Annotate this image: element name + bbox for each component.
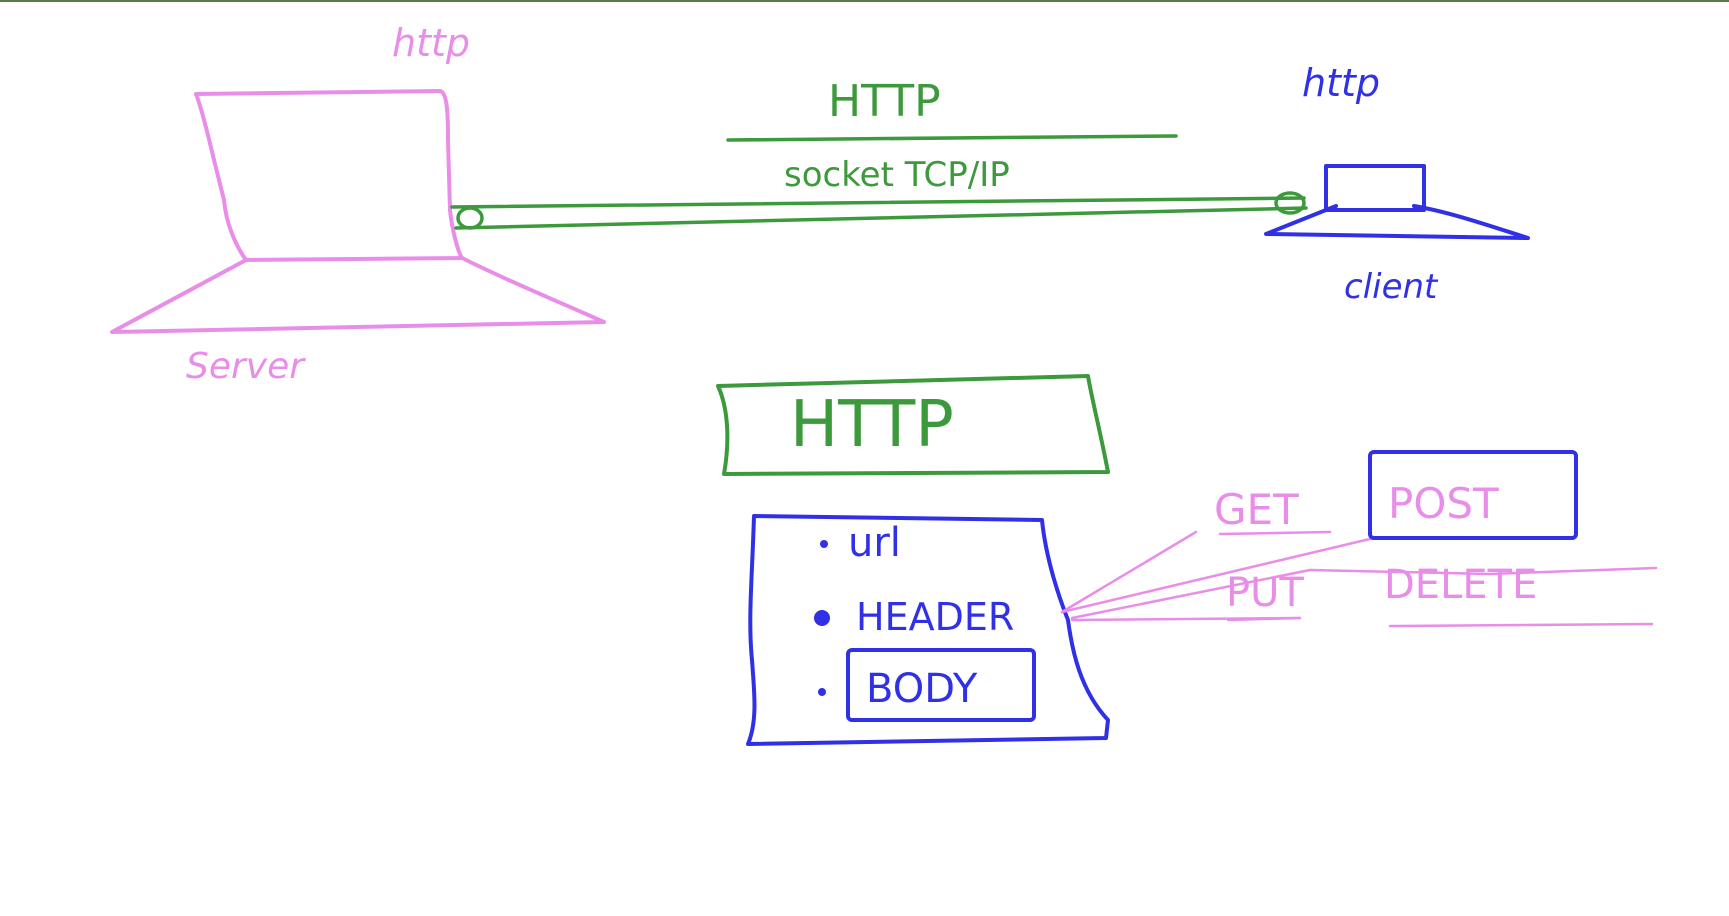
method-get-label: GET xyxy=(1214,485,1299,534)
request-box xyxy=(746,514,1110,746)
client-keyboard xyxy=(1264,204,1530,240)
post-highlight-box xyxy=(1368,450,1578,540)
connection-socket-left xyxy=(456,206,484,230)
connection-line-top xyxy=(450,196,1306,209)
connection-socket-right xyxy=(1274,191,1306,215)
connector-to-get xyxy=(1060,530,1198,614)
connector-to-post xyxy=(1060,536,1376,614)
server-keyboard xyxy=(110,256,606,334)
http-box-label: HTTP xyxy=(790,388,954,462)
window-top-border xyxy=(0,0,1729,2)
http-box xyxy=(716,374,1110,476)
server-screen xyxy=(194,89,464,262)
protocol-bottom-label: socket TCP/IP xyxy=(784,155,1010,195)
header-bullet xyxy=(814,610,830,626)
url-bullet xyxy=(820,540,828,548)
server-bottom-label: Server xyxy=(186,346,306,387)
method-put-label: PUT xyxy=(1226,570,1304,616)
get-underline xyxy=(1218,530,1332,536)
connection-line-bottom xyxy=(454,206,1308,230)
delete-underline xyxy=(1388,622,1654,628)
protocol-top-label: HTTP xyxy=(828,76,941,127)
method-connectors xyxy=(1060,530,1658,628)
client-screen xyxy=(1324,164,1426,212)
server-top-label: http xyxy=(392,21,470,65)
connector-to-put xyxy=(1070,566,1658,620)
server-laptop xyxy=(110,89,606,334)
request-body-label: BODY xyxy=(866,666,978,712)
protocol-divider xyxy=(726,134,1178,142)
put-underline xyxy=(1226,616,1302,622)
client-top-label: http xyxy=(1302,61,1380,105)
method-post-label: POST xyxy=(1388,479,1499,528)
method-delete-label: DELETE xyxy=(1384,562,1537,608)
client-bottom-label: client xyxy=(1344,267,1439,307)
client-laptop xyxy=(1264,164,1530,240)
connection xyxy=(450,134,1308,230)
body-box xyxy=(846,648,1036,722)
body-bullet xyxy=(818,688,826,696)
request-url-label: url xyxy=(848,520,901,566)
request-header-label: HEADER xyxy=(856,595,1014,639)
